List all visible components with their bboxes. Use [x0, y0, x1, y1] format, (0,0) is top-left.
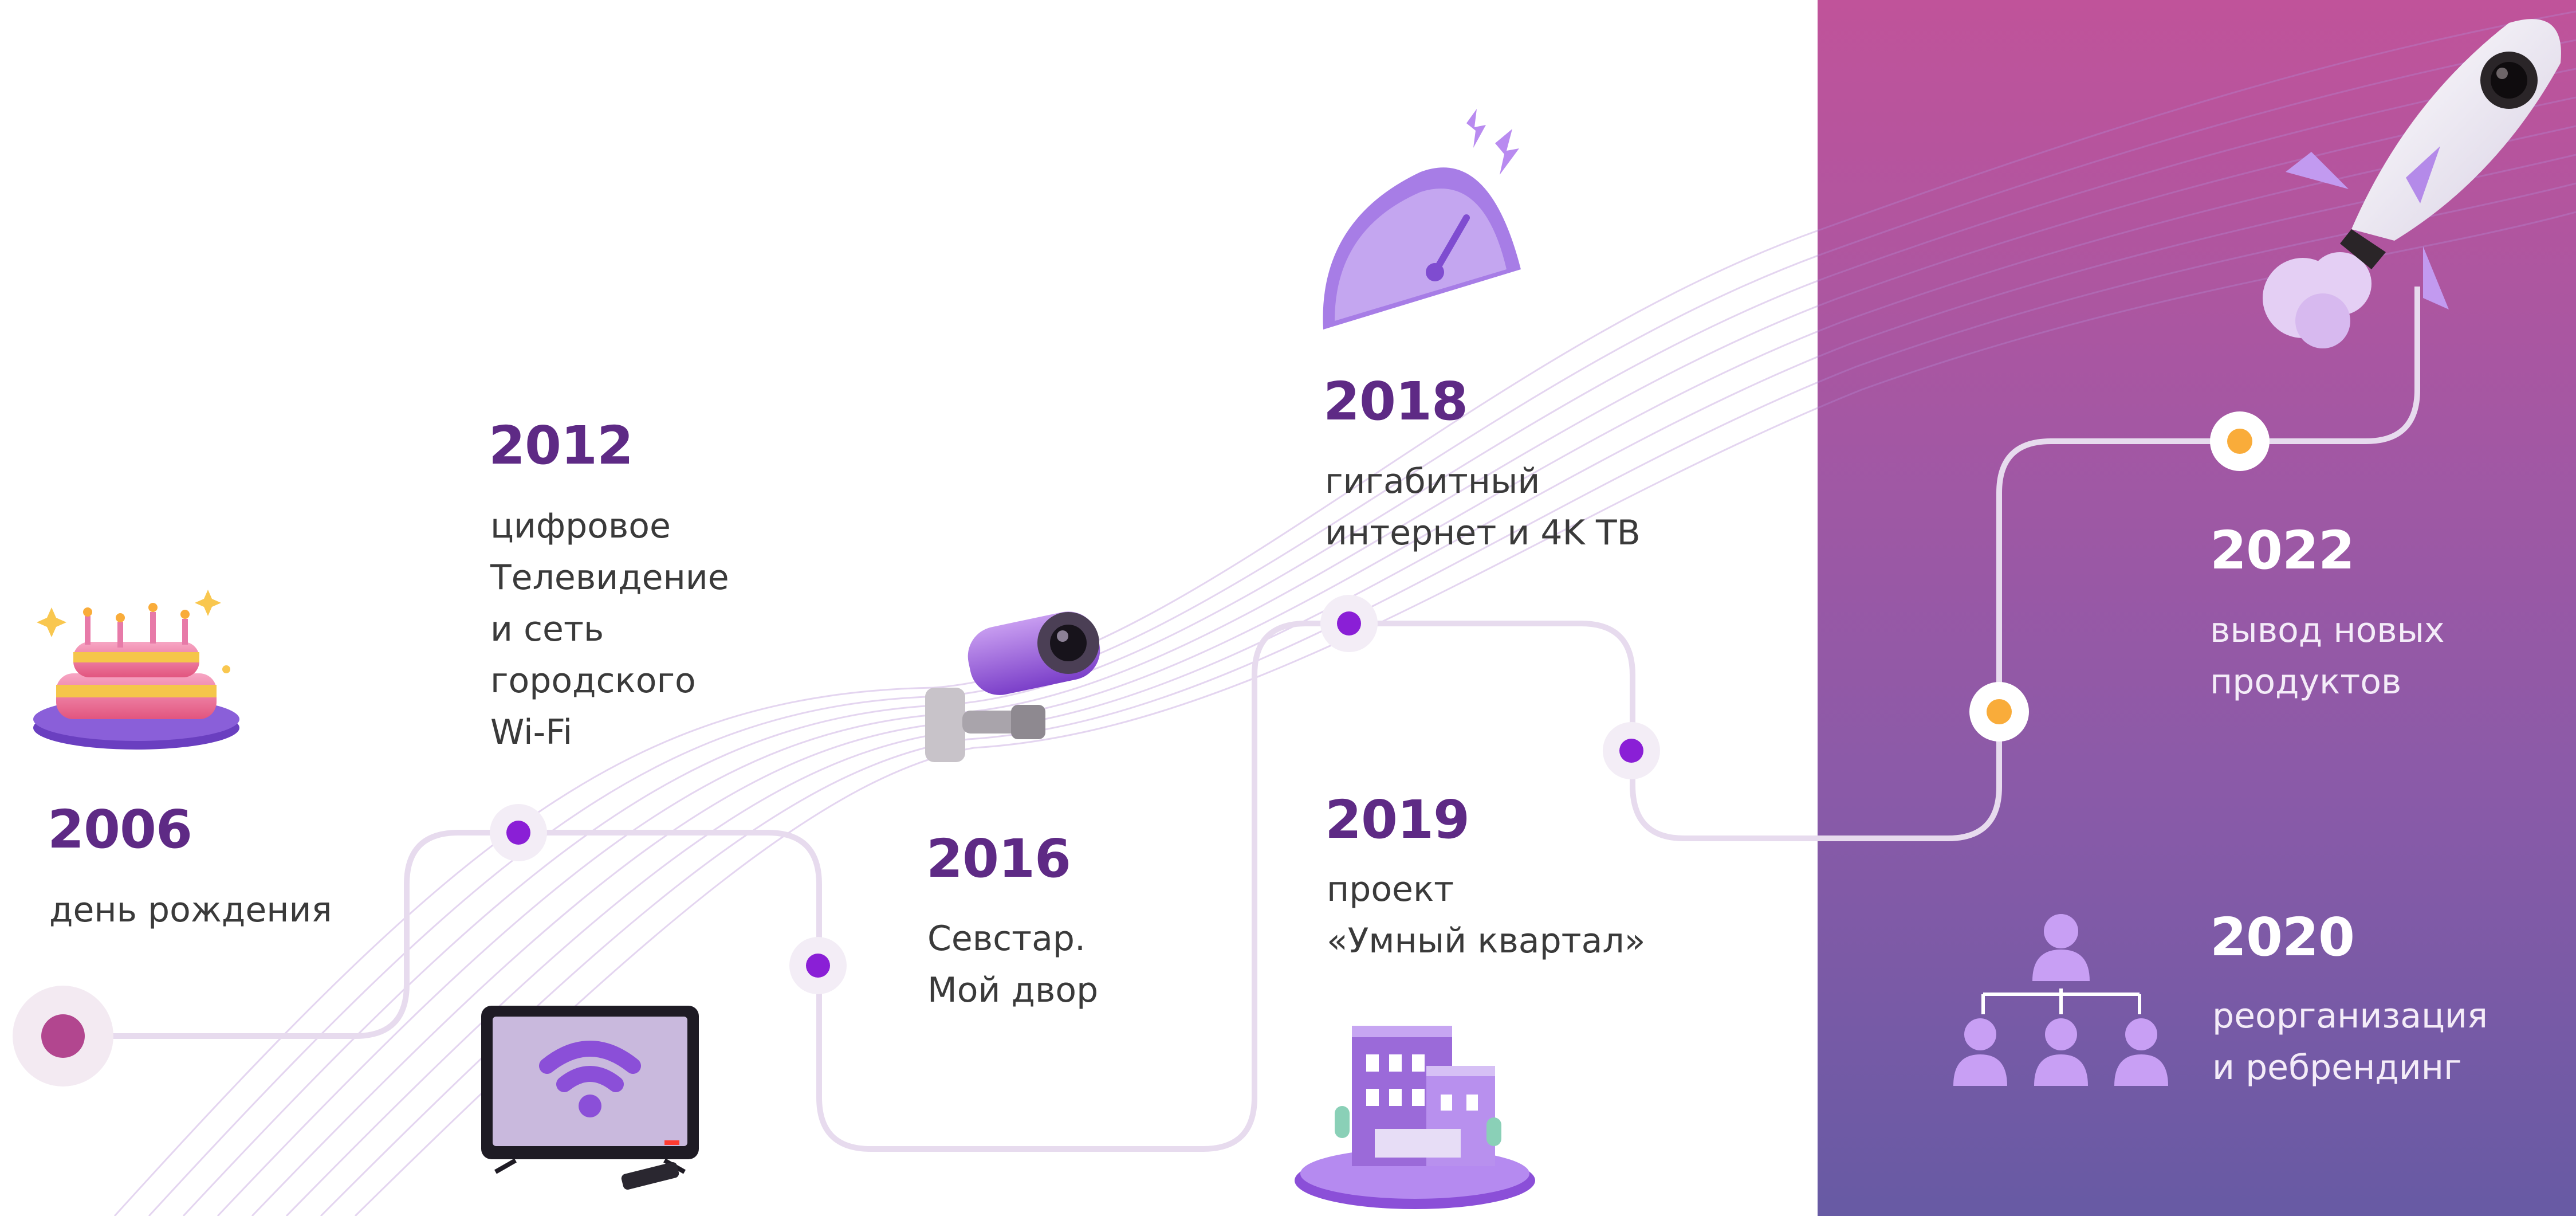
timeline-dot-2016 — [789, 937, 847, 994]
smart-buildings-icon — [1295, 1026, 1535, 1209]
milestone-2016-description: Севстар. Мой двор — [927, 919, 1099, 1010]
timeline-dot-2020 — [1969, 682, 2029, 742]
timeline-dot-2019 — [1603, 722, 1660, 779]
year-2012: 2012 — [489, 415, 634, 476]
year-2016: 2016 — [926, 828, 1071, 889]
birthday-cake-icon — [33, 590, 239, 750]
year-2019: 2019 — [1325, 789, 1470, 850]
rocket-icon — [2263, 19, 2561, 348]
tv-wifi-icon — [481, 1006, 699, 1190]
speedometer-icon — [1323, 109, 1521, 330]
timeline-dot-start — [13, 986, 113, 1086]
year-2020: 2020 — [2210, 907, 2355, 968]
milestone-2006-description: день рождения — [49, 890, 332, 930]
milestone-2019-description: проект «Умный квартал» — [1327, 869, 1646, 961]
decorative-waves — [113, 10, 2576, 1216]
milestone-2018-description: гигабитный интернет и 4K ТВ — [1325, 461, 1641, 553]
timeline-dot-2018 — [1320, 595, 1378, 652]
timeline-path — [63, 287, 2420, 1152]
milestone-2012-description: цифровое Телевидение и сеть городского W… — [490, 506, 729, 752]
milestone-2020-description: реорганизация и ребрендинг — [2212, 996, 2488, 1088]
year-2022: 2022 — [2210, 520, 2355, 581]
milestone-2022-description: вывод новых продуктов — [2210, 610, 2445, 702]
timeline-dot-2012 — [490, 804, 547, 861]
security-camera-icon — [925, 611, 1100, 762]
highlight-panel — [1818, 0, 2576, 1216]
year-2018: 2018 — [1323, 371, 1468, 432]
year-2006: 2006 — [48, 799, 192, 860]
org-structure-icon — [1953, 914, 2168, 1086]
timeline-dot-2022 — [2210, 411, 2270, 471]
